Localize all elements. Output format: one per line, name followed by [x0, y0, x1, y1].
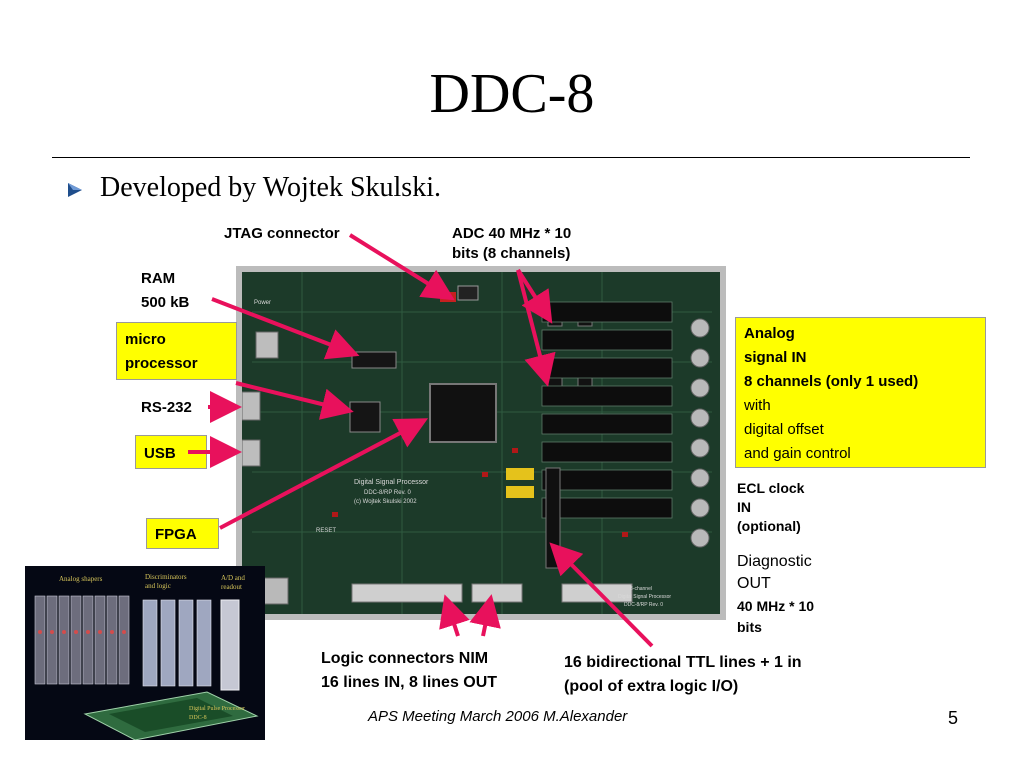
label-logic-1: Logic connectors NIM — [321, 650, 489, 667]
label-ecl-1: ECL clock — [737, 480, 805, 496]
label-usb: USB — [144, 445, 176, 462]
arrow-fpga — [219, 418, 429, 530]
label-diag-1: Diagnostic — [737, 553, 812, 570]
label-ecl-3: (optional) — [737, 518, 801, 534]
label-diag-4: bits — [737, 619, 762, 635]
label-analog-3: 8 channels (only 1 used) — [744, 373, 919, 390]
bullet-arrow-icon — [68, 183, 82, 197]
board-product-text-2: Digital Signal Processor — [618, 594, 671, 600]
modules-drawing: Analog shapers Discriminators and logic … — [25, 566, 265, 740]
label-micro-line2: processor — [125, 355, 198, 372]
arrow-adc-1 — [516, 268, 553, 324]
arrow-ttl — [549, 542, 654, 648]
label-ram-line2: 500 kB — [141, 294, 190, 311]
arrow-micro — [235, 381, 354, 420]
slide-title: DDC-8 — [429, 63, 595, 125]
label-rs232: RS-232 — [141, 399, 192, 416]
footer-text: APS Meeting March 2006 M.Alexander — [368, 708, 628, 725]
label-analog-6: and gain control — [744, 445, 851, 462]
board-product-text-3: DDC-8/RP Rev. 0 — [624, 602, 663, 608]
label-jtag: JTAG connector — [224, 225, 340, 242]
modules-label-dpp-1: Digital Pulse Processor — [189, 706, 245, 712]
arrow-logic-1 — [439, 594, 470, 637]
page-number: 5 — [948, 708, 959, 728]
micro-box: micro processor — [116, 322, 237, 380]
fpga-box: FPGA — [146, 518, 219, 549]
modules-label-discriminators-2: and logic — [145, 582, 171, 590]
label-micro-line1: micro — [125, 331, 166, 348]
label-fpga: FPGA — [155, 526, 197, 543]
modules-photo: Analog shapers Discriminators and logic … — [25, 566, 265, 740]
board-power-text: Power — [254, 300, 271, 306]
label-adc-line1: ADC 40 MHz * 10 — [452, 225, 572, 242]
label-diag-3: 40 MHz * 10 — [737, 598, 815, 614]
modules-label-discriminators-1: Discriminators — [145, 573, 187, 581]
label-analog-1: Analog — [744, 325, 795, 342]
analog-box: Analog signal IN 8 channels (only 1 used… — [735, 317, 986, 468]
label-ttl-2: (pool of extra logic I/O) — [564, 678, 739, 695]
label-ecl-2: IN — [737, 499, 751, 515]
label-logic-2: 16 lines IN, 8 lines OUT — [321, 674, 498, 691]
board-reset-text: RESET — [316, 528, 336, 534]
label-analog-2: signal IN — [744, 349, 807, 366]
label-ttl-1: 16 bidirectional TTL lines + 1 in — [564, 654, 802, 671]
title-divider — [52, 157, 970, 158]
label-analog-5: digital offset — [744, 421, 824, 438]
board-text-1: Digital Signal Processor — [354, 479, 429, 486]
bullet-text: Developed by Wojtek Skulski. — [100, 172, 441, 203]
modules-label-shapers: Analog shapers — [59, 575, 103, 583]
board-text-2: DDC-8/RP Rev. 0 — [364, 490, 411, 496]
label-diag-2: OUT — [737, 575, 771, 592]
modules-label-dpp-2: DDC-8 — [189, 715, 207, 721]
label-analog-4: with — [744, 397, 771, 414]
label-adc-line2: bits (8 channels) — [452, 245, 571, 262]
board-text-3: (c) Wojtek Skulski 2002 — [354, 499, 417, 505]
board-product-text-1: 8-channel — [630, 586, 652, 592]
arrow-logic-2 — [469, 594, 501, 637]
board-drawing: Digital Signal Processor DDC-8/RP Rev. 0… — [242, 272, 720, 614]
arrow-adc-2 — [516, 269, 556, 387]
modules-label-ad-1: A/D and — [221, 574, 245, 582]
arrow-ram — [211, 297, 360, 360]
arrow-jtag — [348, 233, 455, 301]
label-ram-line1: RAM — [141, 270, 176, 287]
modules-label-ad-2: readout — [221, 583, 242, 591]
